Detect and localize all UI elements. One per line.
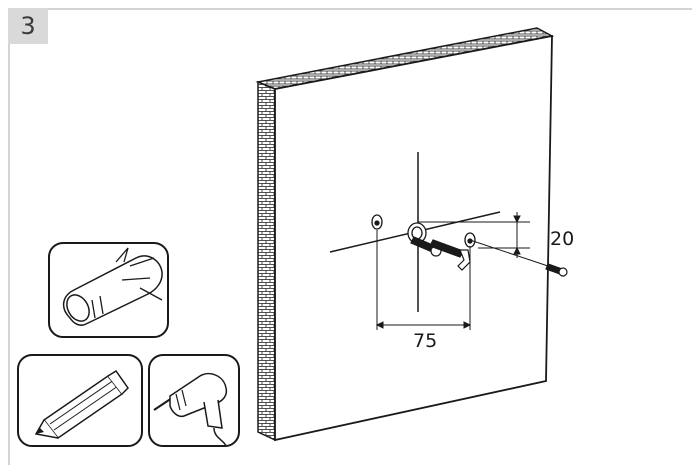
frame — [8, 8, 692, 465]
dimension-lines — [375, 212, 549, 330]
wall-plug-icon — [48, 242, 169, 338]
drill-icon — [148, 354, 240, 447]
pencil-icon — [17, 354, 143, 447]
step-number-badge: 3 — [8, 8, 48, 44]
drill-holes — [371, 214, 476, 248]
dimension-horizontal-label: 75 — [413, 330, 437, 352]
loose-screw — [545, 263, 568, 277]
wall-screws — [410, 236, 471, 271]
dimension-vertical-label: 20 — [550, 228, 574, 250]
